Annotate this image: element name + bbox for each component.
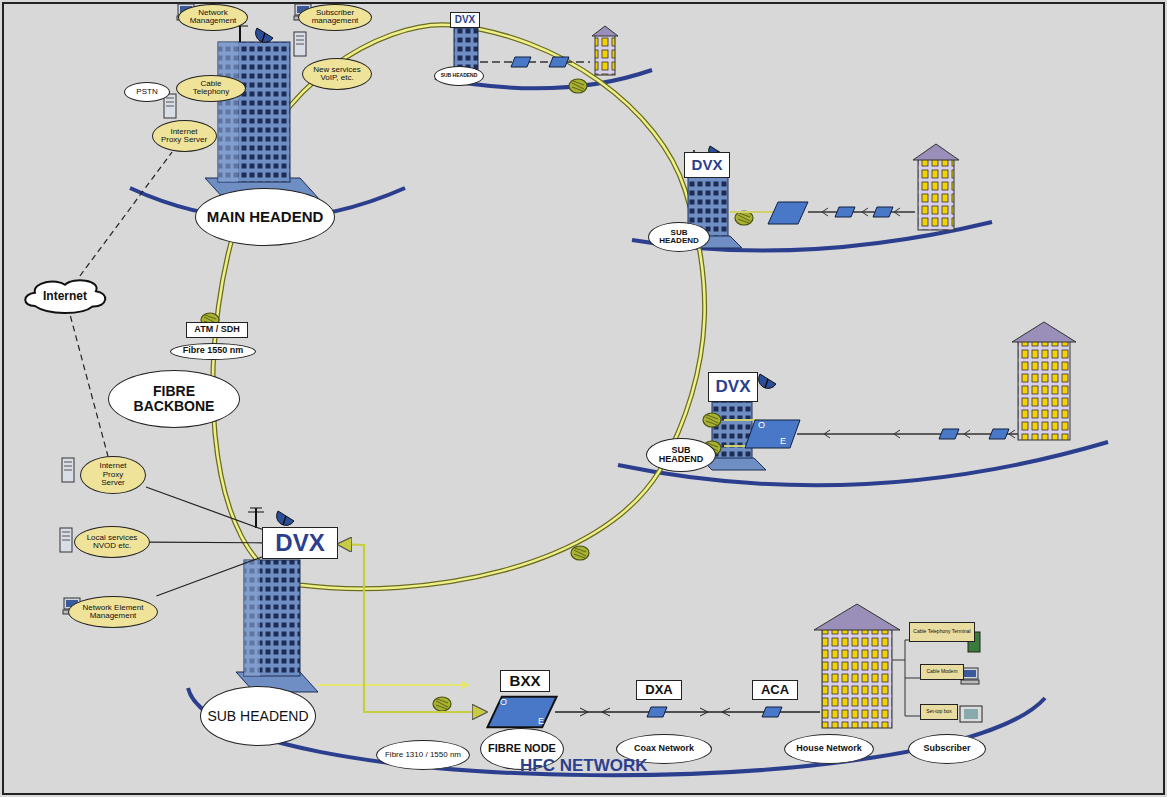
backbone-oval: FIBRE BACKBONE — [108, 370, 240, 428]
node-text: DXA — [645, 683, 672, 697]
headend-oval: MAIN HEADEND — [195, 188, 335, 246]
fibre-label: Fibre 1550 nm — [170, 343, 256, 360]
node-text: Fibre 1310 / 1550 nm — [385, 751, 461, 759]
node-text: Network Management — [188, 9, 238, 26]
node-text: PSTN — [136, 88, 157, 96]
node-text: SUB HEADEND — [441, 73, 478, 78]
node-text: BXX — [510, 673, 541, 689]
fibre-node-outline — [486, 696, 558, 728]
service-oval: Cable Telephony — [176, 75, 246, 102]
node-text: SUB HEADEND — [657, 229, 701, 246]
node-text: ATM / SDH — [194, 325, 239, 334]
node-text: ACA — [761, 683, 789, 697]
service-oval: Network Management — [178, 4, 248, 31]
bxx-label: BXX — [500, 670, 550, 692]
node-text: Cable Modem — [926, 669, 957, 674]
node-text: Internet Proxy Server — [161, 128, 208, 145]
link-line — [150, 542, 262, 544]
node-text: Subscriber management — [309, 9, 361, 26]
fibre-label: Fibre 1310 / 1550 nm — [376, 740, 470, 770]
node-text: Subscriber — [923, 744, 970, 753]
node-text: Set-top box — [926, 709, 952, 714]
node-text: E — [538, 717, 544, 726]
fibre-link — [338, 544, 486, 712]
dvx-label: DVX — [684, 152, 730, 178]
headend-oval: SUB HEADEND — [646, 438, 716, 472]
aca-label: ACA — [752, 680, 798, 700]
service-oval: Network Element Management — [68, 596, 158, 628]
fibre-node-letter: E — [780, 436, 786, 446]
network-oval: House Network — [784, 734, 874, 764]
node-text: New services VoIP, etc. — [312, 66, 362, 83]
dvx-label: DVX — [262, 527, 338, 559]
device-label: Cable Telephony Terminal — [909, 622, 975, 642]
node-text: MAIN HEADEND — [207, 209, 324, 225]
node-text: O — [500, 698, 507, 707]
headend-oval: SUB HEADEND — [434, 66, 484, 86]
node-text: Coax Network — [634, 744, 694, 753]
node-text: Internet Proxy Server — [90, 462, 136, 487]
node-text: House Network — [796, 744, 862, 753]
node-text: DVX — [275, 530, 324, 555]
node-text: Fibre 1550 nm — [183, 346, 244, 355]
service-oval: Internet Proxy Server — [152, 120, 217, 152]
node-text: Cable Telephony — [186, 80, 236, 97]
protocol-box: ATM / SDH — [186, 322, 248, 338]
headend-oval: SUB HEADEND — [648, 222, 710, 252]
internet-cloud: Internet — [22, 276, 108, 316]
link-line — [156, 557, 262, 596]
device-label: Set-top box — [920, 704, 958, 720]
node-text: Cable Telephony Terminal — [913, 629, 970, 634]
dvx-label: DVX — [708, 372, 758, 402]
node-text: Internet — [43, 290, 87, 303]
subscriber-oval: Subscriber — [908, 734, 986, 764]
node-text: SUB HEADEND — [207, 709, 308, 724]
node-text: DVX — [692, 157, 723, 173]
node-text: DVX — [455, 15, 476, 26]
service-oval: PSTN — [124, 82, 170, 102]
service-oval: Local services NVOD etc. — [74, 526, 150, 558]
service-oval: New services VoIP, etc. — [302, 58, 372, 90]
node-text: SUB HEADEND — [656, 446, 706, 465]
network-title: HFC NETWORK — [520, 756, 647, 776]
device-label: Cable Modem — [920, 664, 964, 680]
node-text: DVX — [716, 378, 751, 396]
node-text: Network Element Management — [79, 604, 147, 621]
fibre-node-letter: O — [758, 420, 765, 430]
node-text: FIBRE BACKBONE — [126, 384, 222, 413]
node-text: FIBRE NODE — [488, 743, 556, 755]
dxa-label: DXA — [636, 680, 682, 700]
link-line — [70, 316, 108, 456]
fibre-node-symbol: OE — [486, 696, 558, 728]
headend-oval: SUB HEADEND — [200, 686, 316, 746]
link-line — [80, 152, 172, 276]
service-oval: Subscriber management — [298, 4, 372, 31]
service-oval: Internet Proxy Server — [80, 456, 146, 494]
dvx-label: DVX — [450, 12, 480, 28]
node-text: Local services NVOD etc. — [84, 534, 140, 551]
link-line — [146, 487, 262, 529]
